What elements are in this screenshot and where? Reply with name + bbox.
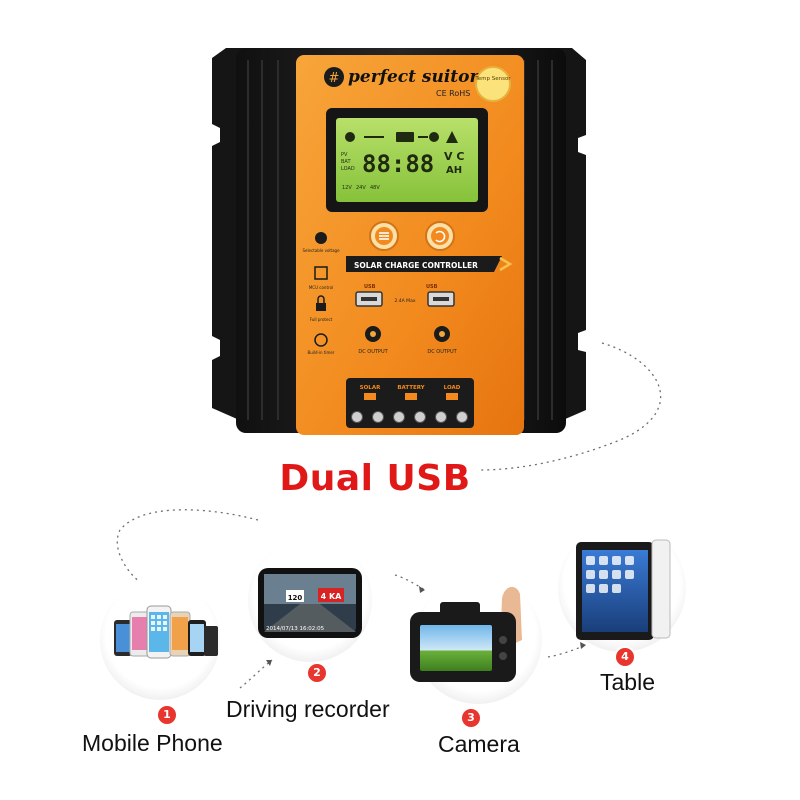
badge-1: 1 — [158, 706, 176, 724]
lcd-12v: 12V — [342, 185, 352, 191]
recorder-speed-right: 4 KA — [321, 592, 343, 601]
terminal-screws — [351, 411, 468, 423]
temp-sensor — [475, 66, 511, 102]
solar-panel-icon — [364, 393, 376, 400]
tablet-back — [651, 539, 671, 639]
lcd-24v: 24V — [356, 185, 366, 191]
item-camera — [410, 576, 542, 704]
clock-icon — [314, 333, 328, 347]
terminal-label-solar: SOLAR — [360, 385, 381, 391]
lcd-units: V C — [444, 150, 464, 163]
temp-sensor-label: Temp Sensor — [474, 76, 511, 82]
chip-icon — [314, 266, 328, 280]
usb-label-left: USB — [364, 284, 376, 290]
arrow-heads — [266, 586, 586, 666]
solar-charge-controller: # perfect suitor CE RoHS Temp Sensor PV … — [212, 48, 586, 435]
feature-label-voltage: Selectable voltage — [302, 248, 340, 253]
feature-label-timer: Build-in timer — [307, 350, 334, 355]
item-tablet — [558, 524, 686, 652]
item-mobile-phone — [100, 580, 220, 700]
lcd-digits: 88:88 — [362, 150, 434, 178]
badge-4: 4 — [616, 648, 634, 666]
battery-icon — [405, 393, 417, 400]
camera-screen — [420, 625, 492, 671]
item-driving-recorder: 120 4 KA 2014/07/13 16:02:05 — [248, 538, 372, 662]
terminal-icons — [364, 393, 458, 400]
brand-name: perfect suitor — [348, 67, 479, 87]
label-band — [346, 256, 502, 272]
recorder-timestamp: 2014/07/13 16:02:05 — [266, 626, 325, 632]
terminal-label-load: LOAD — [444, 385, 461, 391]
brand-logo — [324, 67, 344, 87]
headline: Dual USB — [279, 458, 471, 499]
feature-label-mcu: MCU control — [309, 285, 333, 290]
lcd-row-bat: BAT — [341, 159, 351, 165]
gear-icon — [315, 232, 327, 244]
caption-table: Table — [600, 669, 655, 695]
caption-camera: Camera — [438, 731, 520, 757]
recorder-speed-left: 120 — [288, 594, 303, 602]
return-icon — [435, 230, 446, 243]
back-button[interactable] — [425, 221, 455, 251]
dc-output-right-label: DC OUTPUT — [427, 349, 457, 355]
lcd-row-load: LOAD — [341, 166, 355, 172]
panel-label: SOLAR CHARGE CONTROLLER — [354, 261, 478, 270]
bulb-icon — [446, 393, 458, 400]
lcd-icons — [345, 131, 458, 143]
cert-marks: CE RoHS — [436, 89, 470, 98]
caption-mobile-phone: Mobile Phone — [82, 730, 223, 756]
lcd-row-pv: PV — [341, 152, 348, 158]
caption-driving-recorder: Driving recorder — [226, 696, 390, 722]
dc-output-left-label: DC OUTPUT — [358, 349, 388, 355]
feature-icons — [314, 232, 328, 347]
menu-button[interactable] — [369, 221, 399, 251]
terminal-label-battery: BATTERY — [397, 385, 425, 391]
badge-3: 3 — [462, 709, 480, 727]
svg-text:#: # — [329, 71, 340, 86]
lcd-screen — [336, 118, 478, 202]
chevron-right-icon — [499, 256, 513, 272]
usb-rating: 2.4A Max — [395, 298, 416, 304]
lcd-ah: AH — [446, 165, 462, 176]
lock-icon — [316, 303, 326, 311]
lcd-48v: 48V — [370, 185, 380, 191]
usb-label-right: USB — [426, 284, 438, 290]
menu-icon — [379, 232, 389, 240]
feature-label-protect: Full protect — [310, 317, 333, 322]
badge-2: 2 — [308, 664, 326, 682]
